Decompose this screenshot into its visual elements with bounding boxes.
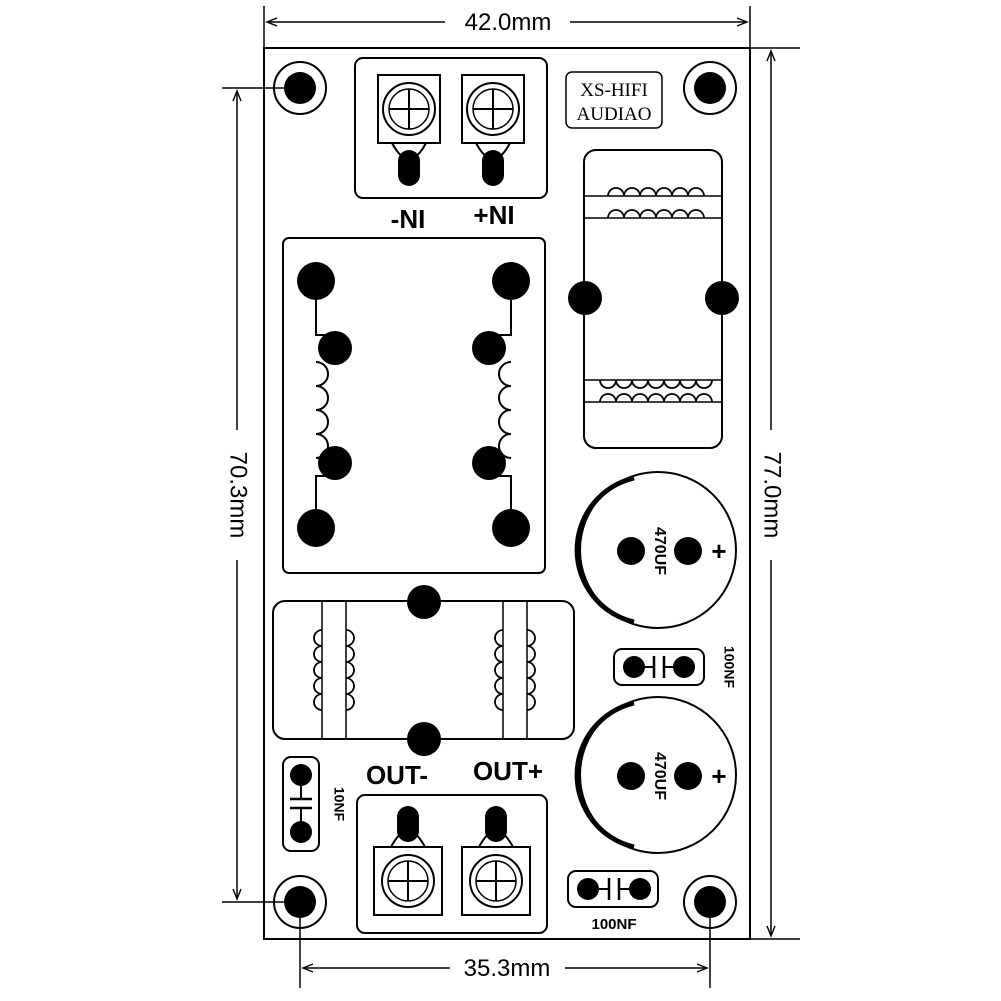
output-plus-label: OUT+ bbox=[473, 756, 543, 786]
input-minus-label: -NI bbox=[391, 204, 426, 234]
film-capacitor-middle: 100NF bbox=[613, 646, 737, 688]
input-terminal-block bbox=[354, 57, 548, 199]
dimension-hole-vertical-label: 70.3mm bbox=[225, 452, 252, 539]
mounting-hole-bottom-right bbox=[683, 875, 737, 929]
film-capacitor-left: 10NF bbox=[282, 756, 347, 852]
dimension-hole-vertical: 70.3mm bbox=[222, 87, 298, 903]
brand-logo: XS-HIFI AUDIAO bbox=[565, 71, 663, 129]
mounting-hole-top-right bbox=[683, 61, 737, 115]
output-minus-label: OUT- bbox=[366, 760, 428, 790]
film-capacitor-bottom-value: 100NF bbox=[591, 916, 636, 933]
brand-logo-line2: AUDIAO bbox=[577, 104, 652, 125]
film-capacitor-middle-value: 100NF bbox=[721, 646, 737, 688]
electrolytic-capacitor-top-value: 470UF bbox=[651, 527, 668, 575]
choke-right bbox=[568, 149, 739, 449]
brand-logo-line1: XS-HIFI bbox=[580, 80, 648, 101]
mounting-hole-bottom-left bbox=[273, 875, 327, 929]
electrolytic-capacitor-top: + 470UF bbox=[574, 471, 737, 629]
dimension-width: 42.0mm bbox=[263, 6, 751, 48]
dimension-height: 77.0mm bbox=[750, 47, 800, 940]
dimension-width-label: 42.0mm bbox=[465, 9, 552, 36]
dimension-height-label: 77.0mm bbox=[759, 452, 786, 539]
output-terminal-block bbox=[356, 794, 548, 934]
film-capacitor-left-value: 10NF bbox=[331, 787, 347, 822]
choke-left-large bbox=[282, 237, 546, 574]
choke-lower bbox=[272, 585, 575, 756]
dimension-hole-horizontal-label: 35.3mm bbox=[464, 955, 551, 982]
input-plus-label: +NI bbox=[473, 200, 514, 230]
electrolytic-capacitor-bottom: + 470UF bbox=[574, 696, 737, 854]
film-capacitor-bottom: 100NF bbox=[567, 870, 659, 933]
electrolytic-capacitor-bottom-plus: + bbox=[711, 761, 726, 791]
mounting-hole-top-left bbox=[273, 61, 327, 115]
board-outline bbox=[263, 47, 751, 940]
electrolytic-capacitor-top-plus: + bbox=[711, 536, 726, 566]
electrolytic-capacitor-bottom-value: 470UF bbox=[651, 752, 668, 800]
